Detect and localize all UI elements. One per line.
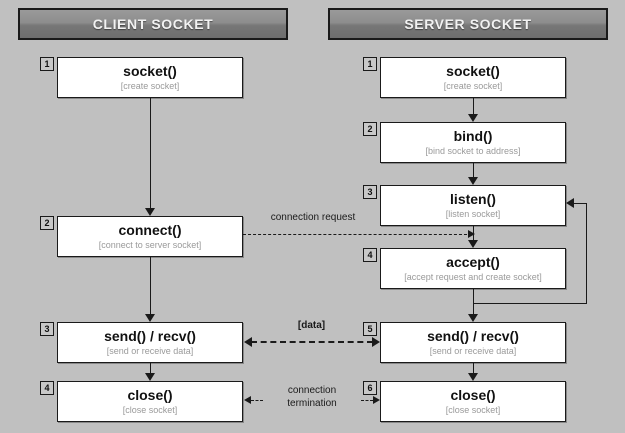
server-node-bind-desc: [bind socket to address] (425, 145, 521, 156)
server-edge-sendrecv-to-close-arrowhead (468, 373, 478, 381)
client-edge-socket-to-connect (150, 98, 151, 208)
client-edge-connect-to-sendrecv (150, 257, 151, 314)
server-node-socket-label: socket() (446, 62, 500, 79)
server-node-close-desc: [close socket] (445, 404, 501, 415)
edge-label-connection-termination: connection termination (262, 385, 362, 410)
client-edge-socket-to-connect-arrowhead (145, 208, 155, 216)
edge-connection-request-arrowhead (468, 230, 475, 238)
server-loopback-arrowhead (566, 198, 574, 208)
server-node-accept: accept() [accept request and create sock… (380, 248, 566, 289)
server-step-badge-1: 1 (363, 57, 377, 71)
server-loopback-right-segment (586, 203, 587, 304)
server-node-bind: bind() [bind socket to address] (380, 122, 566, 163)
server-edge-bind-to-listen-arrowhead (468, 177, 478, 185)
client-node-send-recv-desc: [send or receive data] (106, 345, 194, 356)
server-step-badge-5: 5 (363, 322, 377, 336)
server-node-listen-label: listen() (450, 190, 496, 207)
server-node-close: close() [close socket] (380, 381, 566, 422)
server-edge-socket-to-bind (473, 98, 474, 114)
server-socket-header: SERVER SOCKET (328, 8, 608, 40)
client-edge-sendrecv-to-close (150, 363, 151, 373)
server-node-accept-label: accept() (446, 253, 500, 270)
client-node-send-recv: send() / recv() [send or receive data] (57, 322, 243, 363)
client-node-socket: socket() [create socket] (57, 57, 243, 98)
server-node-send-recv: send() / recv() [send or receive data] (380, 322, 566, 363)
edge-connection-termination-line-left (251, 400, 263, 401)
edge-connection-termination-arrowhead-left (244, 396, 251, 404)
server-step-badge-4: 4 (363, 248, 377, 262)
edge-connection-termination-line-right (361, 400, 373, 401)
client-edge-sendrecv-to-close-arrowhead (145, 373, 155, 381)
server-step-badge-6: 6 (363, 381, 377, 395)
client-step-badge-1: 1 (40, 57, 54, 71)
edge-label-data: [data] (297, 320, 326, 331)
client-node-close-label: close() (127, 386, 173, 403)
client-node-connect-desc: [connect to server socket] (98, 239, 202, 250)
client-node-socket-label: socket() (123, 62, 177, 79)
server-node-send-recv-label: send() / recv() (427, 327, 519, 344)
edge-data-arrowhead-right (372, 337, 380, 347)
client-node-connect-label: connect() (118, 221, 182, 238)
edge-label-connection-request: connection request (270, 212, 356, 223)
server-step-badge-3: 3 (363, 185, 377, 199)
client-node-send-recv-label: send() / recv() (104, 327, 196, 344)
server-node-bind-label: bind() (453, 127, 493, 144)
server-loopback-top-segment (573, 203, 587, 204)
client-node-close-desc: [close socket] (122, 404, 178, 415)
edge-label-connection-termination-line1: connection (287, 385, 337, 396)
edge-connection-request-line (243, 234, 472, 235)
server-edge-socket-to-bind-arrowhead (468, 114, 478, 122)
client-node-close: close() [close socket] (57, 381, 243, 422)
server-edge-accept-to-sendrecv-arrowhead (468, 314, 478, 322)
server-edge-listen-to-accept-arrowhead (468, 240, 478, 248)
client-socket-header: CLIENT SOCKET (18, 8, 288, 40)
client-node-socket-desc: [create socket] (120, 80, 180, 91)
server-node-listen-desc: [listen socket] (445, 208, 501, 219)
server-node-accept-desc: [accept request and create socket] (404, 271, 542, 282)
edge-data-arrowhead-left (244, 337, 252, 347)
server-loopback-bottom-segment (473, 303, 586, 304)
client-edge-connect-to-sendrecv-arrowhead (145, 314, 155, 322)
client-node-connect: connect() [connect to server socket] (57, 216, 243, 257)
edge-label-connection-termination-line2: termination (287, 397, 337, 409)
client-step-badge-3: 3 (40, 322, 54, 336)
server-edge-bind-to-listen (473, 163, 474, 177)
server-node-close-label: close() (450, 386, 496, 403)
client-step-badge-4: 4 (40, 381, 54, 395)
server-edge-sendrecv-to-close (473, 363, 474, 373)
server-node-listen: listen() [listen socket] (380, 185, 566, 226)
server-edge-accept-to-sendrecv (473, 289, 474, 314)
server-node-send-recv-desc: [send or receive data] (429, 345, 517, 356)
server-step-badge-2: 2 (363, 122, 377, 136)
server-node-socket-desc: [create socket] (443, 80, 503, 91)
edge-data-line (251, 341, 373, 343)
server-node-socket: socket() [create socket] (380, 57, 566, 98)
client-step-badge-2: 2 (40, 216, 54, 230)
edge-connection-termination-arrowhead-right (373, 396, 380, 404)
